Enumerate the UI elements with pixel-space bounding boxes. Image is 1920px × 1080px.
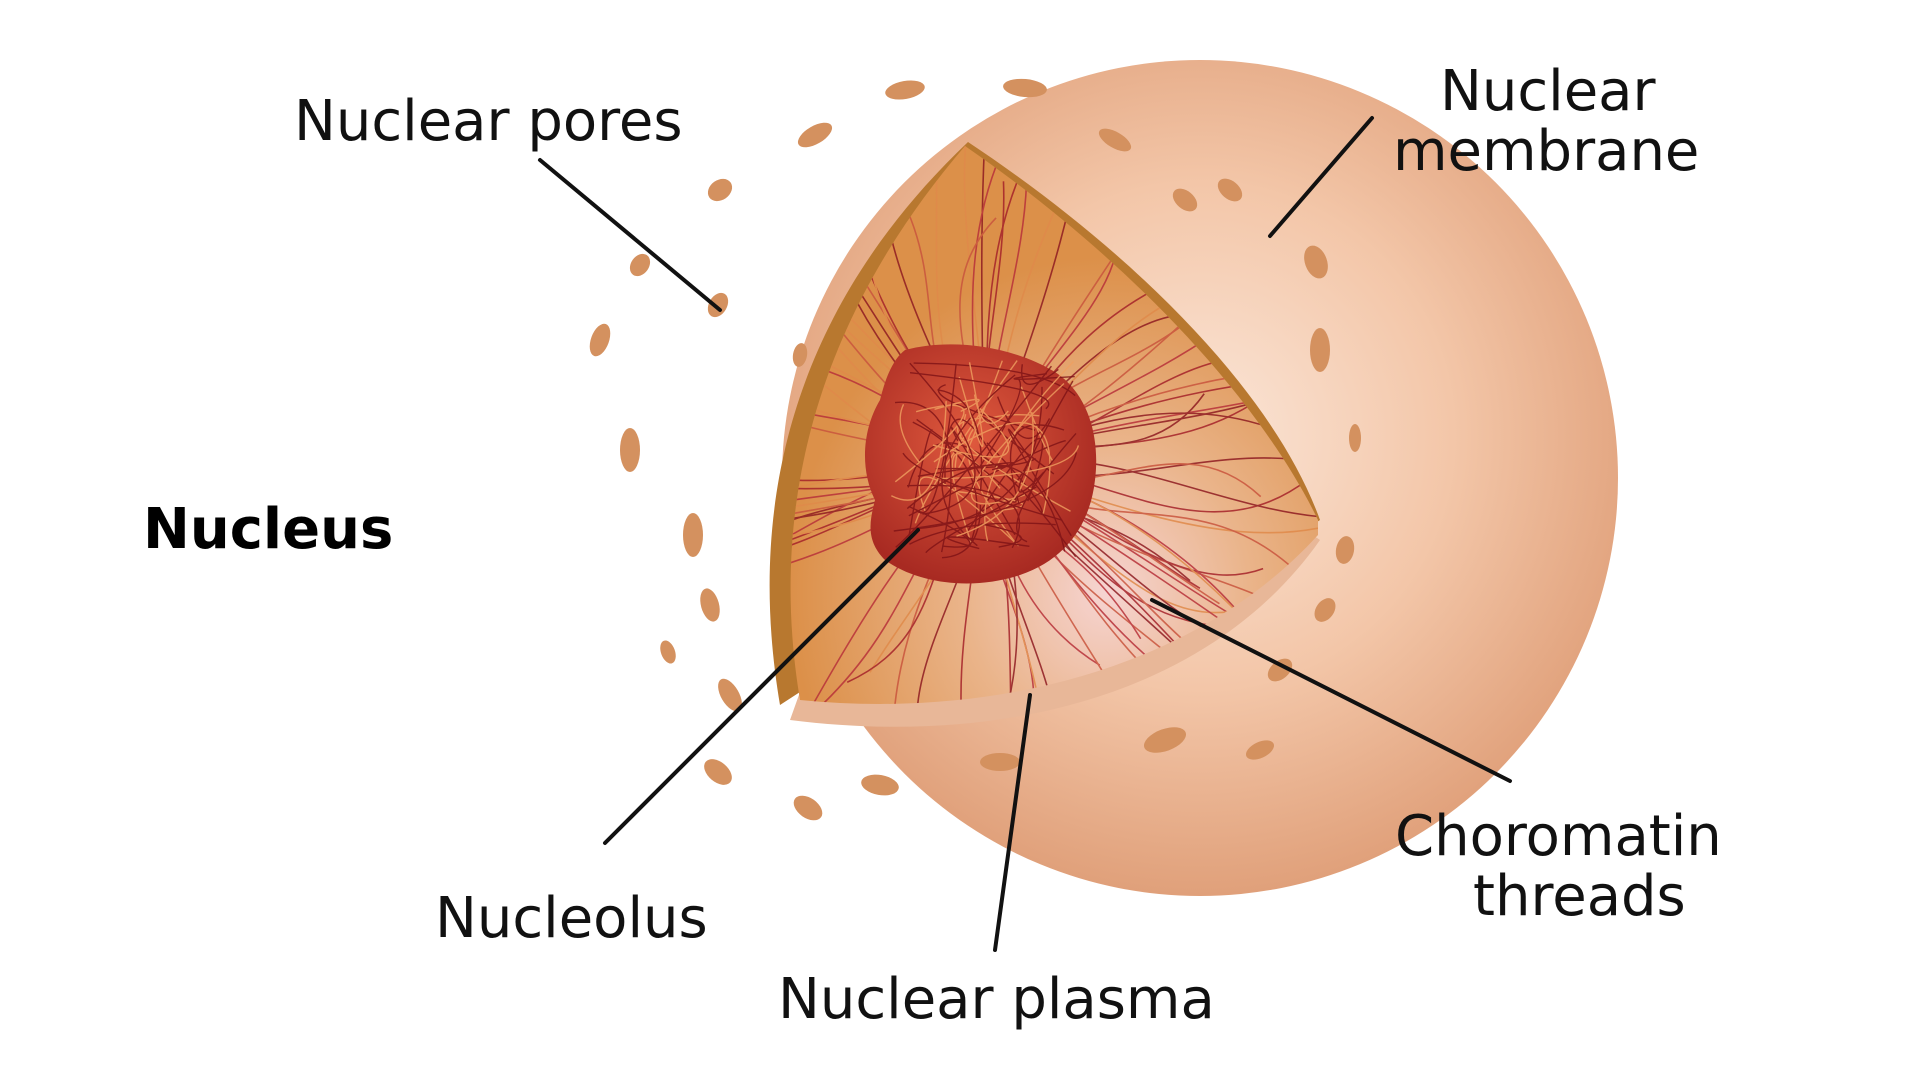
nuclear-pore: [707, 178, 733, 202]
nucleolus-fiber: [902, 452, 1063, 521]
page-title: Nucleus: [143, 497, 393, 562]
nucleolus-fiber: [958, 362, 984, 448]
nucleolus-fiber: [937, 389, 983, 492]
nuclear-pore: [1245, 740, 1275, 760]
nuclear-pore: [1003, 78, 1047, 98]
nucleolus-fiber: [984, 361, 1074, 542]
nucleolus-fiber: [941, 505, 982, 559]
nuclear-pores-group: [589, 78, 1361, 821]
nucleolus-fiber: [899, 404, 920, 463]
nuclear-pore: [1304, 245, 1328, 279]
nucleolus-fiber: [971, 382, 1065, 505]
nuclear-plasma-label: Nuclear plasma: [778, 967, 1215, 1032]
nucleolus-fiber: [894, 401, 952, 553]
nucleolus-fiber: [996, 396, 1051, 439]
leader-nuclear-plasma: [993, 693, 1032, 952]
nuclear-pore: [1267, 658, 1293, 682]
nucleolus-fiber: [980, 523, 1022, 548]
nuclear-pore: [1349, 424, 1361, 452]
nuclear-pore: [792, 343, 808, 367]
nuclear-pore: [620, 428, 640, 472]
nucleolus-fiber: [912, 386, 1043, 530]
chromatin-threads-label-line1: Choromatin: [1395, 804, 1722, 869]
nuclear-pore: [704, 759, 732, 785]
nucleolus-fiber: [978, 378, 1022, 468]
nucleolus-texture: [891, 360, 1080, 559]
nuclear-pore: [718, 678, 742, 712]
chromatin-threads-label-line2: threads: [1473, 864, 1686, 929]
nuclear-pore: [980, 753, 1020, 771]
nuclear-pore: [683, 513, 703, 557]
nuclear-pore: [629, 253, 651, 277]
leader-nucleolus: [603, 528, 920, 845]
nucleolus-fiber: [916, 418, 1017, 503]
nucleolus-label: Nucleolus: [435, 886, 708, 951]
nuclear-pore: [1217, 178, 1243, 202]
nuclear-pore: [793, 795, 823, 821]
nuclear-membrane-label-line1: Nuclear: [1440, 59, 1657, 124]
nucleolus-fiber: [917, 462, 1015, 477]
nuclear-pore: [1098, 128, 1132, 152]
nucleolus-fiber: [891, 401, 947, 501]
leader-chromatin-threads: [1150, 598, 1512, 783]
leader-nuclear-membrane: [1268, 116, 1374, 238]
nuclear-pore: [885, 80, 925, 100]
nuclear-pore: [700, 588, 720, 622]
nucleolus-fiber: [894, 404, 965, 483]
nucleolus-fiber: [1020, 364, 1059, 385]
nucleolus-fiber: [913, 362, 1076, 397]
nuclear-pore: [1172, 188, 1198, 212]
nucleolus-fiber: [909, 362, 976, 515]
nuclear-pore: [1314, 598, 1336, 622]
nucleolus-fiber: [909, 371, 1050, 410]
nucleolus-fiber: [909, 522, 1056, 545]
nucleolus-fiber: [895, 365, 1052, 548]
nucleolus-fiber: [1007, 428, 1072, 537]
nucleolus-fiber: [908, 429, 934, 535]
nucleolus-fiber: [925, 486, 1037, 554]
nucleolus-fiber: [941, 374, 1016, 547]
nuclear-pore: [797, 122, 833, 148]
nuclear-pore: [861, 774, 899, 796]
nuclear-pores-label: Nuclear pores: [294, 89, 683, 154]
nucleolus-fiber: [937, 445, 1080, 480]
nucleolus-fiber: [932, 405, 1010, 458]
nuclear-pore: [1335, 536, 1355, 564]
nucleolus-fiber: [908, 440, 1066, 517]
nuclear-pore: [1310, 328, 1330, 372]
leader-nuclear-pores: [538, 158, 722, 312]
nucleolus-fiber: [908, 505, 971, 548]
nucleolus-fiber: [893, 452, 1078, 532]
nuclear-pore: [707, 292, 729, 318]
nuclear-pore: [660, 640, 676, 664]
cutaway-lower-wall: [790, 530, 1320, 727]
nucleolus-fiber: [946, 536, 1030, 550]
nuclear-membrane-label-line2: membrane: [1393, 119, 1699, 184]
nuclear-pore: [589, 323, 611, 357]
nuclear-pore: [1143, 727, 1187, 753]
nucleolus-fiber: [1018, 380, 1074, 493]
